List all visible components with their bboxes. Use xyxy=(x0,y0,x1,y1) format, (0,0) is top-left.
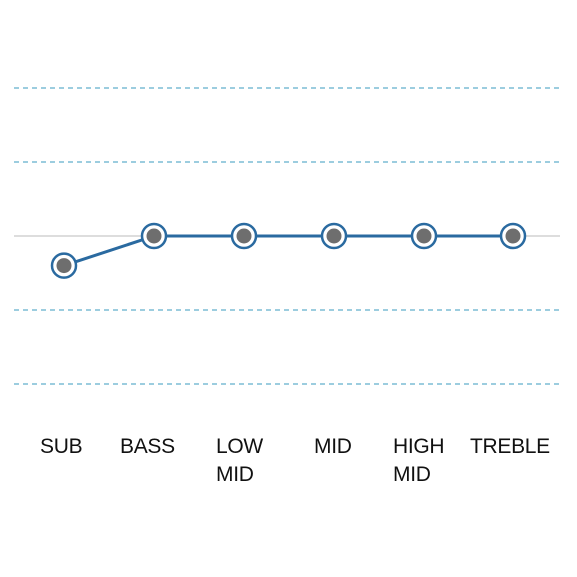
band-label-line: MID xyxy=(314,435,352,458)
band-label-line: BASS xyxy=(120,435,175,458)
handle-knob[interactable] xyxy=(236,228,252,244)
band-handle-low-mid[interactable] xyxy=(230,222,258,250)
band-label-low-mid: LOW MID xyxy=(216,433,326,489)
handle-knob[interactable] xyxy=(146,228,162,244)
band-label-sub: SUB xyxy=(40,433,150,461)
band-handle-mid[interactable] xyxy=(320,222,348,250)
band-handle-sub[interactable] xyxy=(50,252,78,279)
band-label-line: HIGH xyxy=(393,435,445,458)
band-label-line: MID xyxy=(393,463,431,486)
guide-lines xyxy=(14,87,560,385)
band-label-bass: BASS xyxy=(120,433,230,461)
handle-knob[interactable] xyxy=(416,228,432,244)
band-label-line: LOW xyxy=(216,435,263,458)
band-label-line: SUB xyxy=(40,435,83,458)
band-handle-treble[interactable] xyxy=(499,222,527,250)
handle-knob[interactable] xyxy=(505,228,521,244)
band-label-line: TREBLE xyxy=(470,435,550,458)
band-label-treble: TREBLE xyxy=(470,433,577,461)
band-handle-high-mid[interactable] xyxy=(410,222,438,250)
band-label-mid: MID xyxy=(314,433,424,461)
band-handles xyxy=(50,222,527,279)
band-label-line: MID xyxy=(216,463,254,486)
handle-knob[interactable] xyxy=(326,228,342,244)
handle-knob[interactable] xyxy=(56,258,72,274)
band-label-high-mid: HIGH MID xyxy=(393,433,503,489)
band-handle-bass[interactable] xyxy=(140,222,168,250)
eq-curve xyxy=(63,234,513,268)
